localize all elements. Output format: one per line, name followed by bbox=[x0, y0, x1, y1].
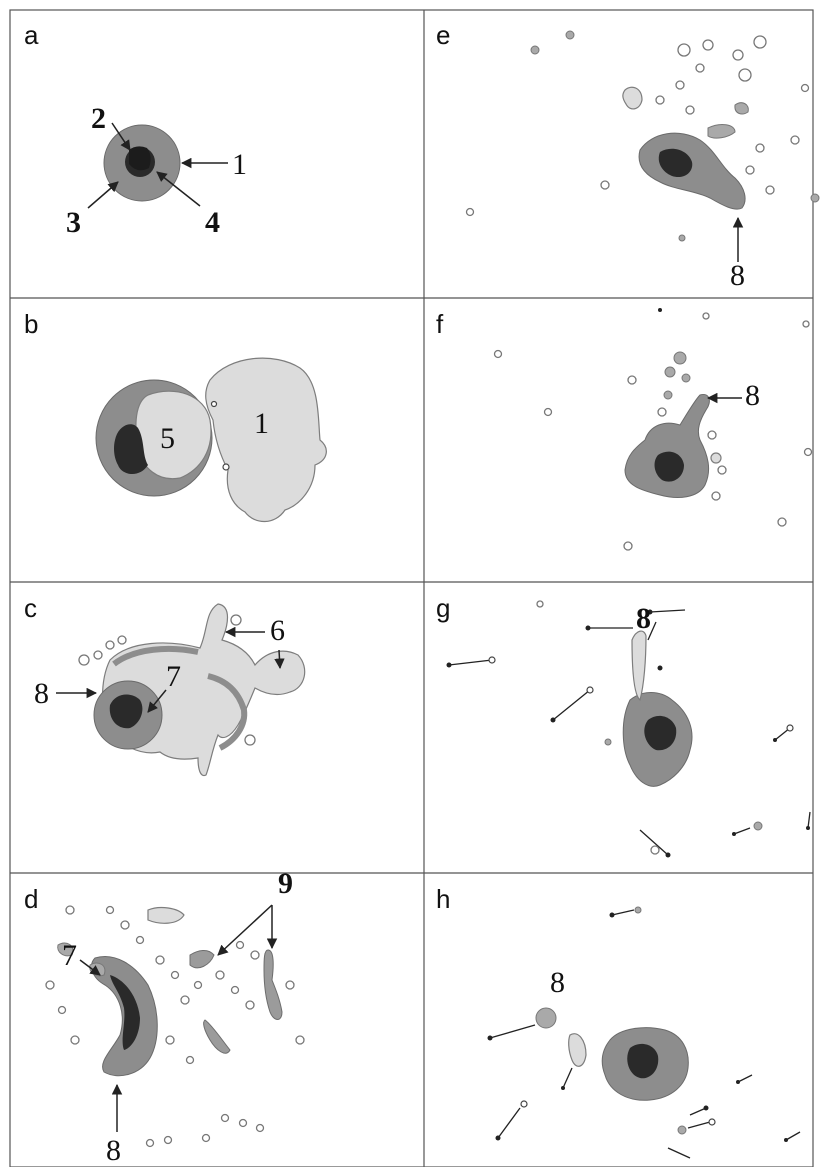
panel-label-h: h bbox=[436, 884, 450, 914]
annotation-1: 1 bbox=[232, 148, 247, 181]
annotation-4: 4 bbox=[205, 206, 220, 239]
panel-c: c 6 7 8 bbox=[24, 593, 306, 777]
panel-d: d 9 7 8 bbox=[24, 867, 305, 1167]
panel-label-c: c bbox=[24, 593, 37, 623]
cell-diagram-h bbox=[487, 906, 801, 1159]
panel-b: b 5 1 bbox=[24, 309, 327, 523]
panel-e: e 8 bbox=[436, 20, 820, 292]
cell-diagram-a bbox=[103, 124, 181, 202]
annotation-8f: 8 bbox=[745, 379, 760, 412]
annotation-8e: 8 bbox=[730, 259, 745, 292]
cell-diagram-b bbox=[95, 357, 327, 523]
annotation-6: 6 bbox=[270, 614, 285, 647]
annotation-7: 7 bbox=[166, 660, 181, 693]
panel-label-d: d bbox=[24, 884, 38, 914]
annotation-2: 2 bbox=[91, 102, 106, 135]
cell-diagram-f bbox=[493, 308, 813, 551]
panel-a: a 2 1 3 4 bbox=[24, 20, 247, 239]
annotation-8c: 8 bbox=[34, 677, 49, 710]
panel-label-e: e bbox=[436, 20, 450, 50]
panel-label-b: b bbox=[24, 309, 38, 339]
panel-label-a: a bbox=[24, 20, 39, 50]
cell-diagram-g bbox=[446, 600, 811, 858]
grid-lines bbox=[9, 9, 814, 1167]
cell-diagram-c bbox=[78, 603, 306, 777]
annotation-8g: 8 bbox=[636, 602, 651, 635]
annotation-9: 9 bbox=[278, 867, 293, 900]
annotation-3: 3 bbox=[66, 206, 81, 239]
annotation-5: 5 bbox=[160, 422, 175, 455]
cell-diagram-d bbox=[45, 905, 305, 1148]
cell-diagram-e bbox=[465, 30, 820, 242]
panel-g: g 8 bbox=[436, 593, 811, 858]
panel-label-f: f bbox=[436, 309, 444, 339]
panel-h: h 8 bbox=[436, 884, 801, 1159]
annotation-7d: 7 bbox=[62, 939, 77, 972]
panel-label-g: g bbox=[436, 593, 450, 623]
annotation-8h: 8 bbox=[550, 966, 565, 999]
annotation-1b: 1 bbox=[254, 407, 269, 440]
annotation-8d: 8 bbox=[106, 1134, 121, 1167]
panel-f: f 8 bbox=[436, 308, 813, 551]
